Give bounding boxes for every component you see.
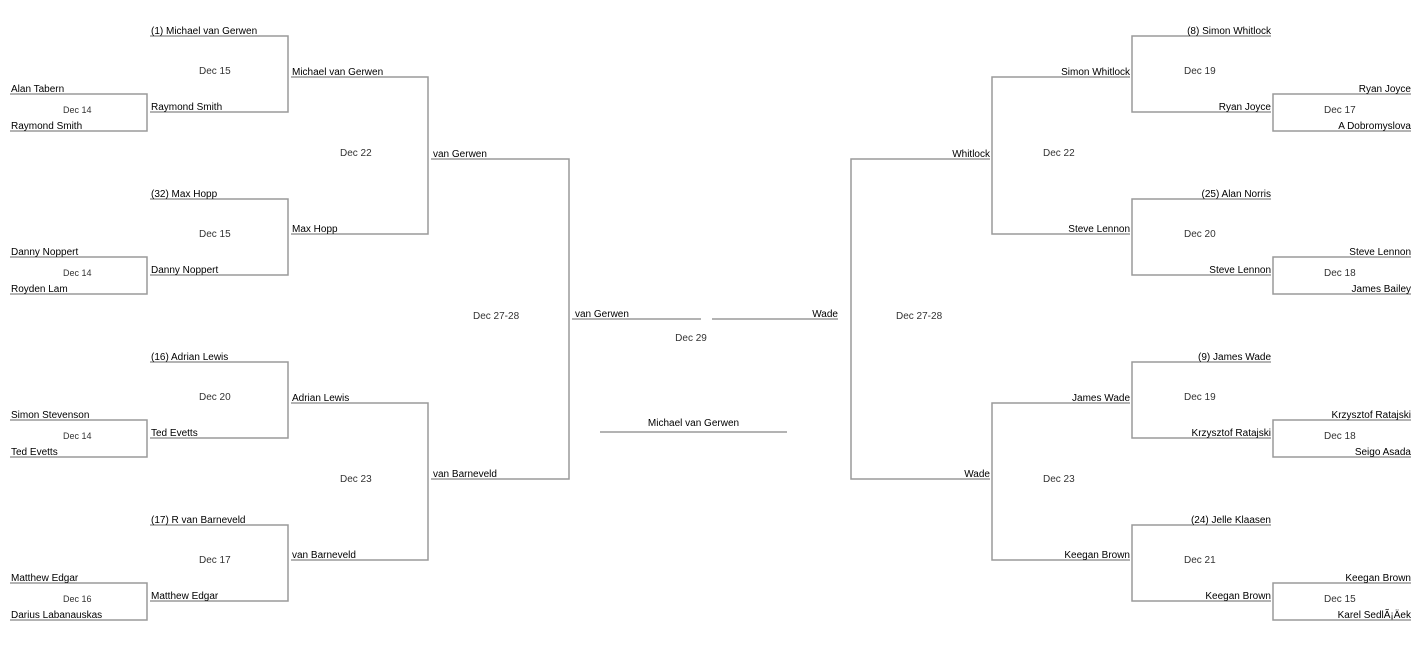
right-r3-2-top: James Wade [1072, 393, 1130, 404]
right-r2-1-qualifier: Ryan Joyce [1218, 102, 1271, 113]
left-r1-1-bottom: Raymond Smith [11, 121, 83, 132]
left-r3-1-top: Michael van Gerwen [292, 67, 384, 78]
left-r3-2-date: Dec 23 [340, 474, 372, 485]
champion-name: Michael van Gerwen [647, 418, 740, 429]
bracket-line [1272, 93, 1411, 132]
left-r1-2-date: Dec 14 [63, 268, 92, 278]
bracket-line [850, 158, 990, 480]
bracket-line [150, 198, 289, 276]
left-r2-1-seed: (1) Michael van Gerwen [151, 26, 258, 37]
right-r2-2-seed: (25) Alan Norris [1201, 189, 1271, 200]
right-r3-2-bottom: Keegan Brown [1064, 550, 1130, 561]
left-r2-1-qualifier: Raymond Smith [151, 102, 223, 113]
right-r3-1-bottom: Steve Lennon [1068, 224, 1130, 235]
left-r2-1-date: Dec 15 [199, 66, 231, 77]
right-r1-1-top: Ryan Joyce [1358, 84, 1411, 95]
right-r1-2-bottom: James Bailey [1351, 284, 1411, 295]
right-qf-date: Dec 27-28 [896, 311, 943, 322]
bracket-line [1272, 582, 1411, 621]
bracket-line [1131, 35, 1271, 113]
left-r1-2-top: Danny Noppert [11, 247, 79, 258]
left-r2-4-qualifier: Matthew Edgar [151, 591, 219, 602]
left-r1-4-date: Dec 16 [63, 594, 92, 604]
left-r2-4-seed: (17) R van Barneveld [151, 515, 246, 526]
left-sf-winner: van Gerwen [575, 309, 629, 320]
bracket-line [1131, 198, 1271, 276]
left-r3-1-bottom: Max Hopp [292, 224, 338, 235]
right-r1-1-date: Dec 17 [1324, 105, 1356, 116]
bracket-line [150, 35, 289, 113]
right-r1-2-top: Steve Lennon [1349, 247, 1411, 258]
right-r3-2-date: Dec 23 [1043, 474, 1075, 485]
left-r1-4-bottom: Darius Labanauskas [11, 610, 103, 621]
left-r3-2-top: Adrian Lewis [292, 393, 350, 404]
bracket-line [291, 402, 429, 561]
right-r2-4-qualifier: Keegan Brown [1205, 591, 1271, 602]
bracket-line [991, 402, 1130, 561]
right-r2-3-qualifier: Krzysztof Ratajski [1191, 428, 1271, 439]
bracket-line [1272, 419, 1411, 458]
right-r3-1-top: Simon Whitlock [1061, 67, 1130, 78]
right-r1-3-top: Krzysztof Ratajski [1331, 410, 1411, 421]
right-sf-winner: Wade [812, 309, 838, 320]
right-r2-4-seed: (24) Jelle Klaasen [1190, 515, 1271, 526]
left-r1-2-bottom: Royden Lam [11, 284, 68, 295]
right-r1-1-bottom: A Dobromyslova [1338, 121, 1411, 132]
right-r2-1-seed: (8) Simon Whitlock [1187, 26, 1271, 37]
left-r1-3-bottom: Ted Evetts [11, 447, 58, 458]
left-r2-4-date: Dec 17 [199, 555, 231, 566]
left-r2-2-seed: (32) Max Hopp [151, 189, 218, 200]
right-r1-4-date: Dec 15 [1324, 594, 1356, 605]
bracket-line [1131, 361, 1271, 439]
left-r2-3-seed: (16) Adrian Lewis [151, 352, 229, 363]
bracket-line [10, 93, 148, 132]
right-qf-top: Whitlock [952, 149, 990, 160]
right-r1-4-bottom: Karel SedlÃ¡Äek [1337, 610, 1411, 621]
left-qf-bottom: van Barneveld [433, 469, 497, 480]
left-r1-3-date: Dec 14 [63, 431, 92, 441]
right-r1-3-date: Dec 18 [1324, 431, 1356, 442]
bracket-line [291, 76, 429, 235]
bracket-line [10, 582, 148, 621]
left-qf-date: Dec 27-28 [473, 311, 520, 322]
bracket-line [10, 419, 148, 458]
right-r2-2-date: Dec 20 [1184, 229, 1216, 240]
left-r2-2-date: Dec 15 [199, 229, 231, 240]
right-r1-4-top: Keegan Brown [1345, 573, 1411, 584]
left-qf-top: van Gerwen [433, 149, 487, 160]
left-r2-3-qualifier: Ted Evetts [151, 428, 198, 439]
left-r1-3-top: Simon Stevenson [11, 410, 90, 421]
bracket-line [150, 524, 289, 602]
left-r2-3-date: Dec 20 [199, 392, 231, 403]
right-r3-1-date: Dec 22 [1043, 148, 1075, 159]
left-r1-1-date: Dec 14 [63, 105, 92, 115]
right-r2-4-date: Dec 21 [1184, 555, 1216, 566]
right-r2-3-seed: (9) James Wade [1198, 352, 1271, 363]
right-qf-bottom: Wade [964, 469, 990, 480]
bracket-line [1272, 256, 1411, 295]
bracket-line [150, 361, 289, 439]
right-r2-1-date: Dec 19 [1184, 66, 1216, 77]
bracket-line [1131, 524, 1271, 602]
bracket-line [10, 256, 148, 295]
final-date: Dec 29 [675, 333, 707, 344]
bracket-line [991, 76, 1130, 235]
left-r3-1-date: Dec 22 [340, 148, 372, 159]
right-r1-2-date: Dec 18 [1324, 268, 1356, 279]
right-r2-2-qualifier: Steve Lennon [1209, 265, 1271, 276]
bracket-line [431, 158, 570, 480]
left-r1-4-top: Matthew Edgar [11, 573, 79, 584]
left-r3-2-bottom: van Barneveld [292, 550, 356, 561]
left-r2-2-qualifier: Danny Noppert [151, 265, 219, 276]
right-r2-3-date: Dec 19 [1184, 392, 1216, 403]
right-r1-3-bottom: Seigo Asada [1354, 447, 1411, 458]
left-r1-1-top: Alan Tabern [11, 84, 65, 95]
